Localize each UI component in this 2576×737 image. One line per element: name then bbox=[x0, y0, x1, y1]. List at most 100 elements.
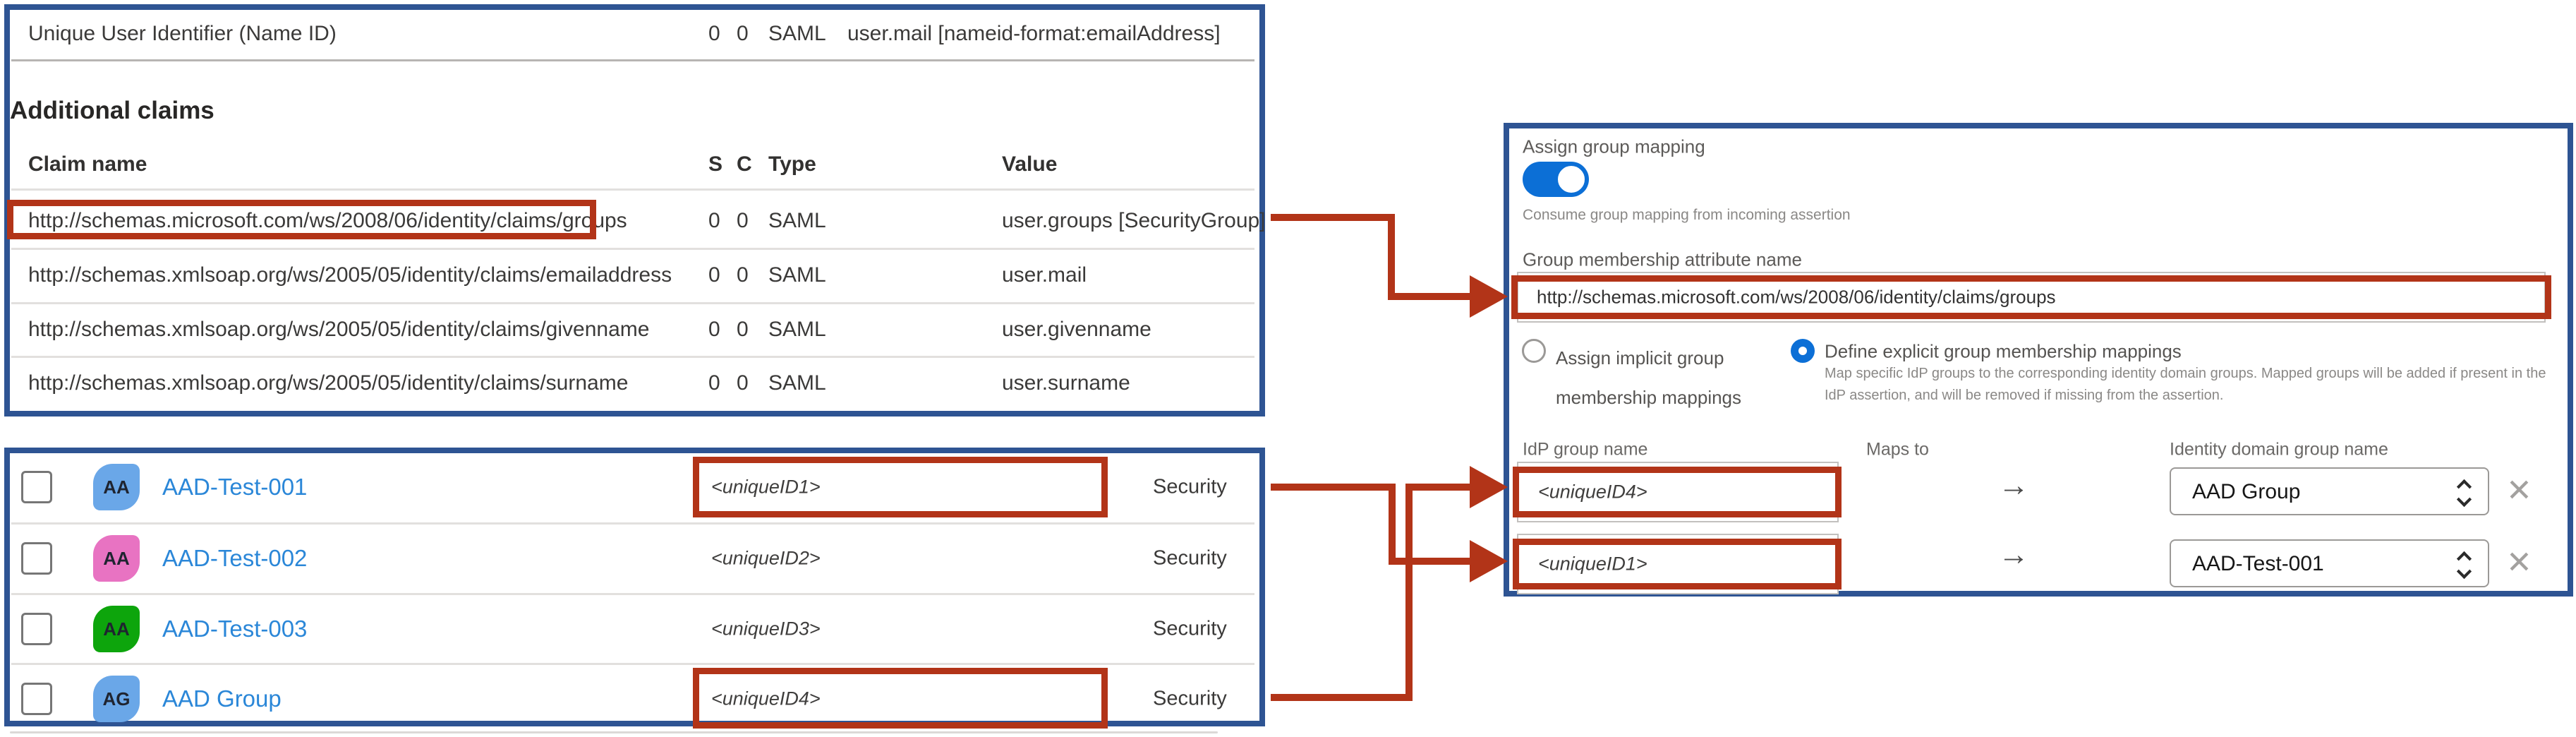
group-name-link[interactable]: AAD-Test-002 bbox=[162, 545, 308, 571]
row-checkbox[interactable] bbox=[21, 683, 52, 715]
nameid-s-count: 0 bbox=[708, 22, 720, 45]
claim-s: 0 bbox=[708, 209, 720, 232]
groups-list-panel bbox=[4, 448, 1265, 726]
group-object-id: <uniqueID2> bbox=[711, 547, 821, 569]
row-checkbox[interactable] bbox=[21, 542, 52, 575]
row-divider bbox=[11, 356, 1254, 358]
claim-url: http://schemas.microsoft.com/ws/2008/06/… bbox=[28, 209, 627, 232]
claim-c: 0 bbox=[737, 263, 749, 287]
header-divider bbox=[11, 188, 1254, 191]
assign-group-mapping-toggle[interactable] bbox=[1523, 162, 1589, 197]
group-name-link[interactable]: AAD-Test-003 bbox=[162, 616, 308, 642]
toggle-knob-icon bbox=[1555, 163, 1588, 196]
row-divider bbox=[11, 522, 1254, 525]
nameid-type: SAML bbox=[768, 22, 826, 45]
nameid-claim-name: Unique User Identifier (Name ID) bbox=[28, 22, 337, 45]
avatar-initials: AG bbox=[102, 688, 131, 709]
col-identity-domain-group-name: Identity domain group name bbox=[2170, 439, 2388, 460]
group-object-id: <uniqueID3> bbox=[711, 618, 821, 640]
idp-group-value: <uniqueID4> bbox=[1538, 481, 1647, 503]
claim-url: http://schemas.xmlsoap.org/ws/2005/05/id… bbox=[28, 263, 672, 287]
group-type: Security bbox=[1153, 617, 1227, 640]
avatar-initials: AA bbox=[103, 618, 130, 640]
col-idp-group-name: IdP group name bbox=[1523, 439, 1648, 460]
row-divider bbox=[11, 593, 1254, 595]
idp-input-highlight bbox=[1513, 539, 1842, 589]
row-divider bbox=[11, 302, 1254, 304]
avatar-initials: AA bbox=[103, 547, 130, 569]
domain-group-value: AAD-Test-001 bbox=[2192, 552, 2324, 575]
maps-to-arrow-icon: → bbox=[1998, 537, 2029, 572]
claim-type: SAML bbox=[768, 318, 826, 341]
cropped-next-row-divider bbox=[10, 731, 1218, 733]
maps-to-arrow-icon: → bbox=[1998, 468, 2029, 503]
claim-s: 0 bbox=[708, 371, 720, 395]
nameid-divider bbox=[11, 59, 1254, 61]
domain-group-value: AAD Group bbox=[2192, 480, 2301, 503]
arrowhead-icon bbox=[1470, 275, 1508, 318]
row-checkbox[interactable] bbox=[21, 471, 52, 503]
remove-mapping-icon[interactable]: ✕ bbox=[2506, 545, 2532, 580]
claim-type: SAML bbox=[768, 371, 826, 395]
attribute-input-highlight bbox=[1511, 275, 2551, 319]
claim-type: SAML bbox=[768, 209, 826, 232]
claim-c: 0 bbox=[737, 318, 749, 341]
idp-input-highlight bbox=[1513, 467, 1842, 517]
group-avatar: AA bbox=[93, 464, 140, 510]
toggle-hint: Consume group mapping from incoming asse… bbox=[1523, 207, 1851, 223]
select-spinner-icon[interactable] bbox=[2456, 491, 2472, 508]
claim-value: user.groups [SecurityGroup] bbox=[1002, 209, 1266, 232]
col-type: Type bbox=[768, 152, 816, 176]
col-maps-to: Maps to bbox=[1866, 439, 1929, 460]
groups-claim-highlight bbox=[7, 200, 596, 239]
explicit-mapping-label: Define explicit group membership mapping… bbox=[1825, 340, 2182, 362]
col-c: C bbox=[737, 152, 752, 176]
attribute-name-value: http://schemas.microsoft.com/ws/2008/06/… bbox=[1537, 286, 2056, 308]
explicit-mapping-radio[interactable] bbox=[1791, 339, 1815, 363]
explicit-mapping-description: Map specific IdP groups to the correspon… bbox=[1825, 366, 2546, 403]
group-avatar: AA bbox=[93, 606, 140, 652]
claim-s: 0 bbox=[708, 318, 720, 341]
claim-type: SAML bbox=[768, 263, 826, 287]
group-name-link[interactable]: AAD-Test-001 bbox=[162, 474, 308, 500]
group-object-id: <uniqueID4> bbox=[711, 688, 821, 709]
toggle-label: Assign group mapping bbox=[1523, 136, 1705, 157]
col-claim-name: Claim name bbox=[28, 152, 147, 176]
claim-s: 0 bbox=[708, 263, 720, 287]
idp-group-value: <uniqueID1> bbox=[1538, 553, 1647, 575]
claims-table-panel bbox=[4, 4, 1265, 417]
claim-value: user.mail bbox=[1002, 263, 1087, 287]
implicit-mapping-radio[interactable] bbox=[1522, 339, 1546, 363]
claim-value: user.givenname bbox=[1002, 318, 1151, 341]
row-checkbox[interactable] bbox=[21, 613, 52, 645]
remove-mapping-icon[interactable]: ✕ bbox=[2506, 473, 2532, 508]
claim-url: http://schemas.xmlsoap.org/ws/2005/05/id… bbox=[28, 318, 650, 341]
nameid-c-count: 0 bbox=[737, 22, 749, 45]
nameid-value: user.mail [nameid-format:emailAddress] bbox=[847, 22, 1221, 45]
group-object-id: <uniqueID1> bbox=[711, 476, 821, 498]
group-type: Security bbox=[1153, 687, 1227, 710]
arrowhead-icon bbox=[1470, 540, 1508, 582]
object-id-highlight bbox=[693, 668, 1108, 729]
arrowhead-icon bbox=[1470, 466, 1508, 508]
avatar-initials: AA bbox=[103, 476, 130, 498]
attribute-name-label: Group membership attribute name bbox=[1523, 248, 1802, 270]
claim-c: 0 bbox=[737, 371, 749, 395]
row-divider bbox=[11, 663, 1254, 665]
select-spinner-icon[interactable] bbox=[2456, 563, 2472, 580]
implicit-mapping-label: Assign implicit group membership mapping… bbox=[1556, 347, 1742, 408]
domain-group-select[interactable]: AAD Group bbox=[2170, 467, 2489, 515]
group-type: Security bbox=[1153, 546, 1227, 570]
domain-group-select[interactable]: AAD-Test-001 bbox=[2170, 539, 2489, 587]
additional-claims-heading: Additional claims bbox=[10, 97, 214, 124]
row-divider bbox=[11, 248, 1254, 250]
group-type: Security bbox=[1153, 475, 1227, 498]
group-name-link[interactable]: AAD Group bbox=[162, 685, 282, 712]
claim-c: 0 bbox=[737, 209, 749, 232]
group-avatar: AA bbox=[93, 535, 140, 582]
claim-url: http://schemas.xmlsoap.org/ws/2005/05/id… bbox=[28, 371, 629, 395]
claim-value: user.surname bbox=[1002, 371, 1130, 395]
group-avatar: AG bbox=[93, 676, 140, 722]
col-value: Value bbox=[1002, 152, 1058, 176]
